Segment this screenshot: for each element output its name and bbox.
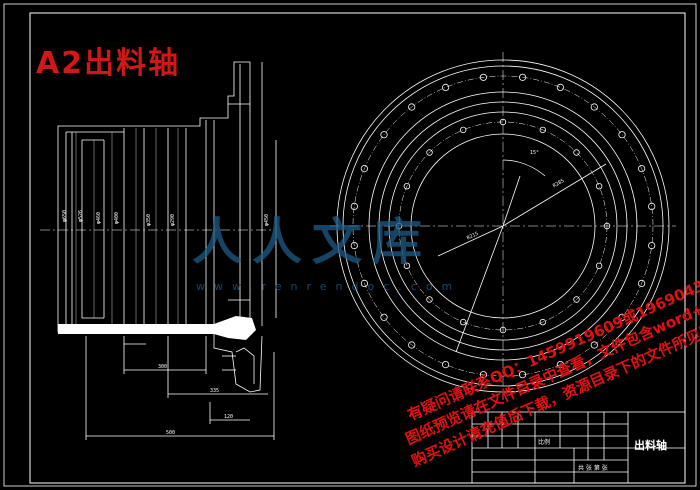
bolt-hole	[499, 326, 507, 334]
bolt-hole	[648, 202, 656, 210]
dim-label: φ650	[62, 209, 68, 222]
dim-label: φ350	[146, 213, 152, 226]
bolt-hole	[539, 126, 546, 134]
hatched-section	[58, 316, 256, 340]
title-block-part-name: 出料轴	[634, 439, 667, 452]
bolt-hole	[380, 131, 388, 139]
bolt-hole	[479, 371, 487, 379]
dim-label: 120	[224, 414, 234, 420]
bolt-hole	[499, 118, 507, 126]
bolt-hole	[618, 131, 626, 139]
bolt-hole	[573, 296, 580, 303]
dim-label: 500	[166, 430, 176, 436]
bolt-hole	[556, 83, 565, 92]
bolt-hole	[360, 165, 368, 173]
bolt-hole	[556, 360, 565, 369]
bolt-hole	[637, 279, 646, 287]
watermark-brand: 人人文库	[192, 212, 432, 271]
dim-label: φ400	[114, 211, 120, 224]
outer-frame	[3, 3, 697, 487]
bolt-hole	[637, 165, 646, 173]
flange-view	[330, 52, 676, 400]
bolt-hole	[590, 341, 598, 349]
bolt-hole	[380, 313, 388, 321]
bolt-holes-inner	[395, 118, 611, 334]
bolt-holes-outer	[350, 73, 656, 379]
bolt-hole	[408, 341, 416, 349]
bolt-hole	[618, 313, 626, 321]
bolt-hole	[460, 126, 467, 134]
bolt-hole	[603, 222, 611, 230]
bolt-hole	[460, 318, 467, 326]
bolt-hole	[595, 262, 603, 269]
bolt-hole	[350, 202, 358, 210]
bolt-hole	[426, 296, 433, 303]
dim-label: 15°	[530, 150, 540, 156]
bolt-hole	[539, 318, 546, 326]
bolt-hole	[350, 242, 358, 250]
dim-label: φ460	[96, 211, 102, 224]
watermark-url: www.renrendoc.com	[196, 280, 462, 293]
bolt-hole	[590, 103, 598, 111]
bolt-hole	[518, 73, 527, 81]
bolt-hole	[403, 262, 411, 269]
drawing-title: A2出料轴	[36, 46, 181, 81]
section-view	[40, 61, 277, 440]
dim-label: 300	[158, 364, 168, 370]
title-block-scale-label: 比例	[538, 439, 551, 446]
dim-label: φ290	[170, 213, 176, 226]
bolt-hole	[441, 360, 450, 369]
bolt-hole	[408, 103, 416, 111]
bolt-hole	[426, 149, 433, 156]
inner-frame	[29, 12, 686, 484]
bolt-hole	[573, 149, 580, 156]
dim-label: 335	[210, 388, 220, 394]
bolt-hole	[360, 279, 368, 287]
bolt-hole	[395, 222, 403, 230]
dim-label: φ526	[78, 209, 84, 222]
title-block-sheet-label: 共 张 第 张	[578, 465, 608, 472]
bolt-hole	[403, 182, 411, 190]
bolt-hole	[648, 242, 656, 250]
title-block	[471, 411, 686, 484]
bolt-hole	[441, 83, 450, 92]
bolt-hole	[595, 182, 603, 190]
shaft-outline	[57, 61, 251, 335]
bolt-hole	[479, 73, 487, 81]
bolt-hole	[518, 371, 527, 379]
